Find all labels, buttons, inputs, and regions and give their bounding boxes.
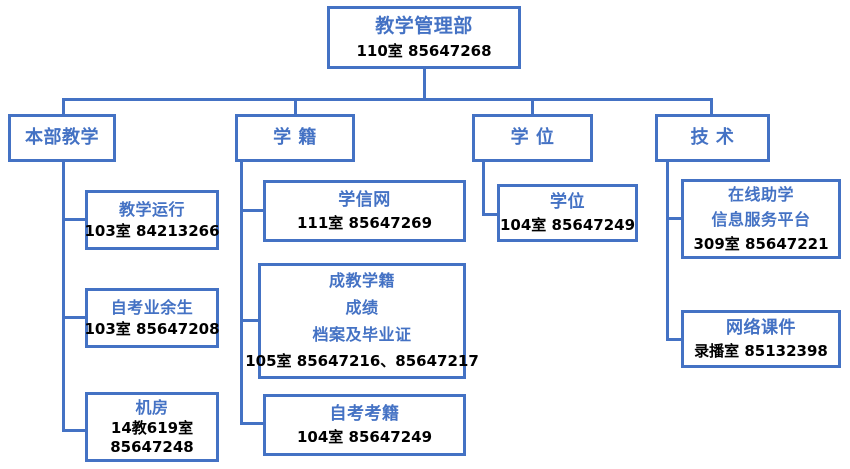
node-self-study-part-time[interactable]: 自考业余生 103室 85647208 <box>84 288 220 348</box>
node-title: 成教学籍 <box>328 271 395 291</box>
node-title-line-3: 档案及毕业证 <box>312 325 412 345</box>
connector-stub-zxzx <box>666 217 684 220</box>
node-title: 自考业余生 <box>110 297 194 317</box>
connector-stub-jxyx <box>62 218 88 221</box>
node-title: 本部教学 <box>25 126 99 148</box>
node-title: 教学管理部 <box>375 14 473 37</box>
node-title: 在线助学 <box>727 184 794 204</box>
node-detail: 104室 85647249 <box>499 215 636 234</box>
node-detail: 110室 85647268 <box>356 41 492 60</box>
node-detail: 103室 85647208 <box>84 319 220 338</box>
connector-trunk-xuewei <box>482 160 485 216</box>
node-detail: 103室 84213266 <box>84 221 220 240</box>
node-online-courseware[interactable]: 网络课件 录播室 85132398 <box>681 310 841 368</box>
node-computer-room[interactable]: 机房 14教619室 85647248 <box>85 392 219 462</box>
node-degree-office[interactable]: 学位 104室 85647249 <box>497 184 638 242</box>
node-online-learning-platform[interactable]: 在线助学 信息服务平台 309室 85647221 <box>681 179 841 259</box>
node-detail: 105室 85647216、85647217 <box>245 352 479 371</box>
node-title: 学 位 <box>510 126 555 148</box>
node-detail: 309室 85647221 <box>693 234 829 253</box>
node-title: 学信网 <box>338 189 391 210</box>
connector-drop-jishu <box>710 98 713 116</box>
node-title: 技 术 <box>690 126 735 148</box>
connector-stub-xxw <box>240 209 266 212</box>
connector-trunk-jishu <box>666 160 669 341</box>
node-detail: 104室 85647249 <box>296 427 433 446</box>
connector-drop-benbu <box>62 98 65 116</box>
node-title: 学 籍 <box>273 126 317 148</box>
connector-stub-wlkj <box>666 338 684 341</box>
node-title: 机房 <box>135 398 169 418</box>
node-title: 教学运行 <box>118 199 185 219</box>
node-chsi-network[interactable]: 学信网 111室 85647269 <box>263 180 466 242</box>
node-root-teaching-management[interactable]: 教学管理部 110室 85647268 <box>327 6 521 69</box>
connector-trunk-xueji <box>240 160 243 425</box>
connector-trunk-benbu <box>62 160 65 432</box>
node-detail: 录播室 85132398 <box>694 341 828 360</box>
connector-stub-xw2 <box>482 213 500 216</box>
connector-stub-jifang <box>62 429 88 432</box>
node-branch-student-status[interactable]: 学 籍 <box>235 114 355 162</box>
node-detail-line-2: 85647248 <box>110 437 194 456</box>
node-branch-benbu-teaching[interactable]: 本部教学 <box>8 114 116 162</box>
connector-level2-bus <box>62 98 713 101</box>
connector-drop-xueji <box>294 98 297 116</box>
node-title: 学位 <box>550 191 585 212</box>
connector-drop-xuewei <box>531 98 534 116</box>
node-branch-technology[interactable]: 技 术 <box>655 114 770 162</box>
connector-stub-cjxj <box>240 319 261 322</box>
node-title-line-2: 信息服务平台 <box>711 209 811 229</box>
node-title: 网络课件 <box>726 317 796 338</box>
connector-root-stem <box>423 69 426 100</box>
connector-stub-zkyys <box>62 316 88 319</box>
node-detail-line-1: 14教619室 <box>110 419 194 438</box>
connector-stub-zkkj <box>240 422 266 425</box>
node-self-study-exam-status[interactable]: 自考考籍 104室 85647249 <box>263 394 466 456</box>
node-title-line-2: 成绩 <box>345 298 379 318</box>
node-adult-education-status[interactable]: 成教学籍 成绩 档案及毕业证 105室 85647216、85647217 <box>245 263 479 379</box>
node-title: 自考考籍 <box>329 403 400 424</box>
node-detail: 111室 85647269 <box>296 213 433 232</box>
node-branch-degree[interactable]: 学 位 <box>472 114 593 162</box>
node-teaching-operations[interactable]: 教学运行 103室 84213266 <box>84 190 220 250</box>
